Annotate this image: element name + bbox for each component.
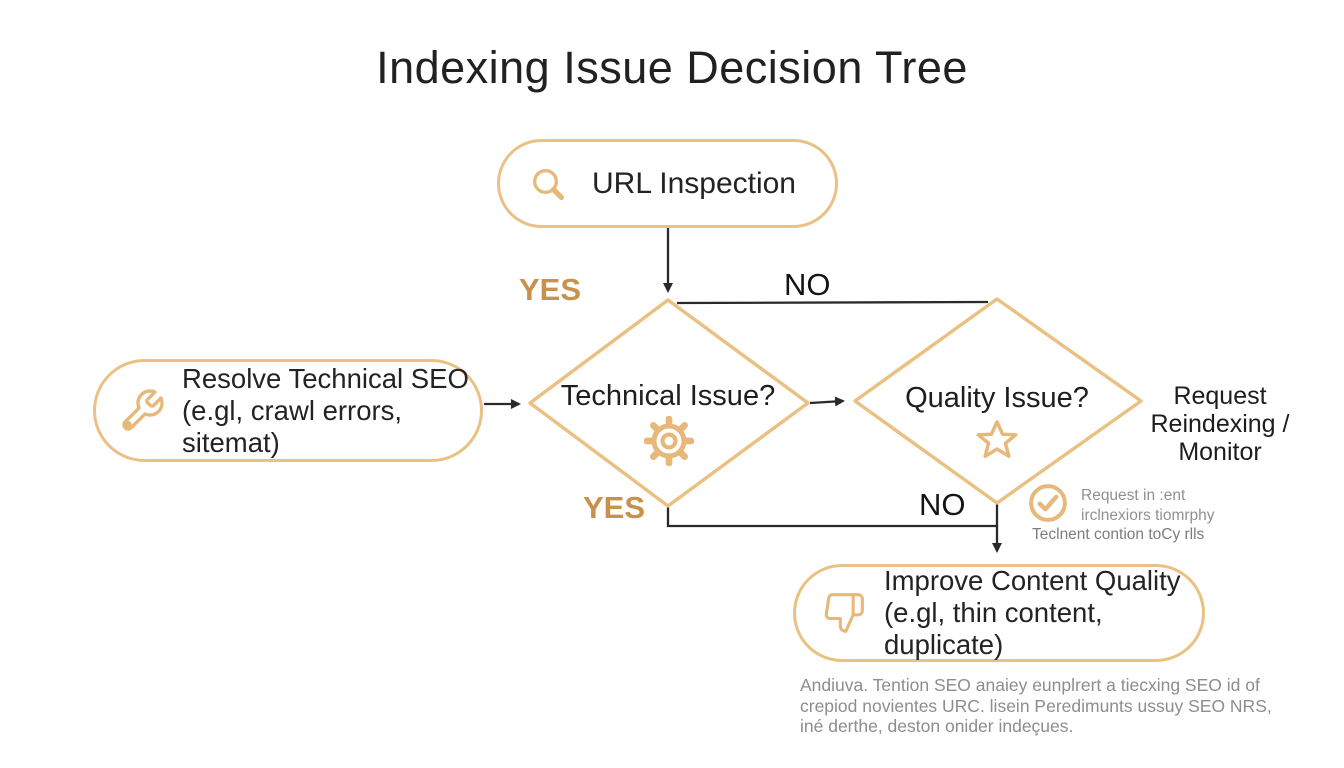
edge-label-yes-bottom: YES — [583, 490, 646, 525]
request-reindexing-line1: Request — [1173, 382, 1267, 410]
footer-note-line1: Andiuva. Tention SEO anaiey eunplrert a … — [800, 675, 1260, 695]
technical-issue-label: Technical Issue? — [560, 380, 776, 412]
checkmark-icon — [1026, 481, 1070, 525]
resolve-technical-line2: (e.gl, crawl errors, sitemat) — [182, 394, 403, 458]
url-inspection-node: URL Inspection — [497, 139, 838, 228]
gear-icon — [644, 416, 694, 466]
improve-content-node: Improve Content Quality (e.gl, thin cont… — [793, 564, 1205, 662]
edge-label-no-top: NO — [784, 267, 831, 302]
technical-issue-diamond — [528, 298, 810, 508]
url-inspection-label: URL Inspection — [592, 166, 796, 200]
resolve-technical-line1: Resolve Technical SEO — [182, 362, 469, 394]
edge-yes-bottom — [666, 507, 996, 528]
footer-note-line3: iné derthe, deston onider indeçues. — [800, 716, 1074, 736]
thumbs-down-icon — [822, 591, 866, 635]
edge-label-no-bottom: NO — [919, 487, 966, 522]
footer-note: Andiuva. Tention SEO anaiey eunplrert a … — [800, 675, 1272, 737]
checkmark-note-line1: Request in :ent — [1081, 487, 1186, 504]
edge-technical-to-quality — [809, 396, 845, 407]
page-title: Indexing Issue Decision Tree — [376, 42, 968, 93]
resolve-technical-node: Resolve Technical SEO (e.gl, crawl error… — [93, 359, 483, 462]
wrench-icon — [118, 387, 166, 435]
quality-issue-label: Quality Issue? — [905, 382, 1089, 414]
request-reindexing-line3: Monitor — [1178, 438, 1262, 466]
footer-note-line2: crepiod novientes URC. lisein Peredimunt… — [800, 695, 1272, 716]
request-reindexing-node: Request Reindexing / Monitor — [1140, 382, 1300, 466]
edge-label-yes-top: YES — [519, 272, 582, 307]
edge-no-top — [676, 300, 989, 305]
quality-issue-diamond — [853, 297, 1143, 505]
request-reindexing-line2: Reindexing / — [1150, 410, 1290, 438]
checkmark-note-line2: irclnexiors tiomrphy — [1081, 507, 1215, 524]
search-icon — [528, 164, 568, 204]
improve-content-line1: Improve Content Quality — [884, 565, 1181, 596]
star-icon — [974, 417, 1020, 463]
improve-content-line2: (e.gl, thin content, duplicate) — [884, 597, 1103, 660]
checkmark-note-line3: Teclnent contion toCy rlls — [1032, 526, 1205, 543]
